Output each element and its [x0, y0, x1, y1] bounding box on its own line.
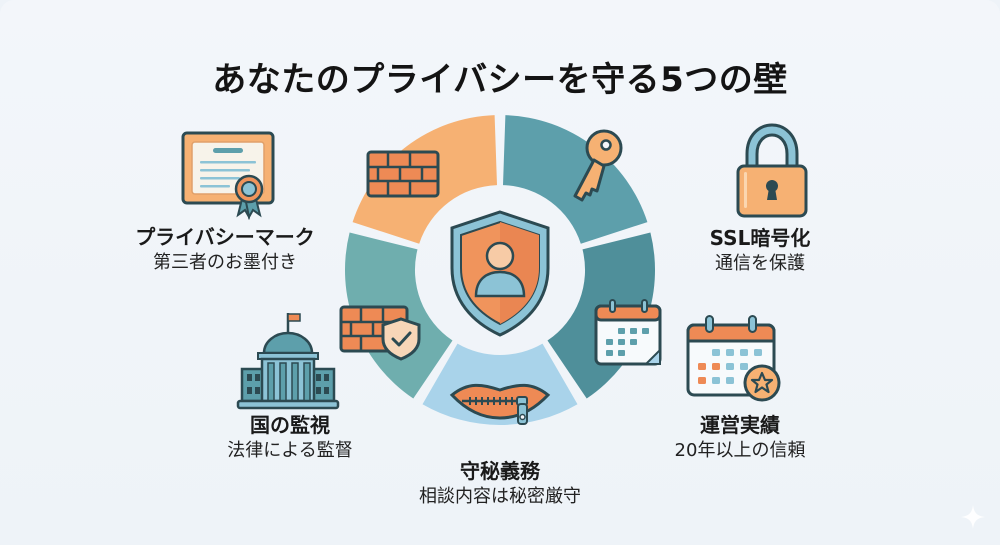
wall-subtext: 通信を保護 [715, 253, 805, 274]
padlock-icon [736, 123, 808, 218]
certificate-icon [181, 131, 275, 220]
segment-ssl [503, 115, 648, 244]
key-icon [573, 129, 623, 202]
calendar-icon [594, 299, 662, 366]
wall-label-government: 国の監視 法律による監督 [200, 412, 380, 464]
brick-wall-shield-icon [339, 305, 421, 361]
wall-subtext: 20年以上の信頼 [674, 440, 806, 461]
wall-subtext: 第三者のお墨付き [153, 252, 297, 273]
wall-subtext: 法律による監督 [227, 440, 353, 461]
brick-wall-icon [366, 150, 440, 198]
wall-label-privacy-mark: プライバシーマーク 第三者のお墨付き [100, 224, 350, 276]
wall-heading: SSL暗号化 [709, 226, 811, 250]
wall-heading: 守秘義務 [460, 459, 540, 483]
government-building-icon [236, 313, 340, 410]
wall-subtext: 相談内容は秘密厳守 [419, 486, 581, 507]
wall-heading: 国の監視 [250, 413, 330, 437]
zipped-lips-icon [449, 383, 551, 425]
page-title: あなたのプライバシーを守る5つの壁 [212, 60, 788, 100]
wall-label-ssl: SSL暗号化 通信を保護 [680, 225, 840, 277]
wall-label-track-record: 運営実績 20年以上の信頼 [640, 412, 840, 464]
wall-heading: プライバシーマーク [135, 225, 315, 249]
wall-label-confidentiality: 守秘義務 相談内容は秘密厳守 [380, 458, 620, 510]
calendar-star-icon [686, 315, 781, 402]
wall-heading: 運営実績 [700, 413, 780, 437]
sparkle-icon [961, 505, 985, 529]
shield-user-icon [450, 210, 550, 337]
